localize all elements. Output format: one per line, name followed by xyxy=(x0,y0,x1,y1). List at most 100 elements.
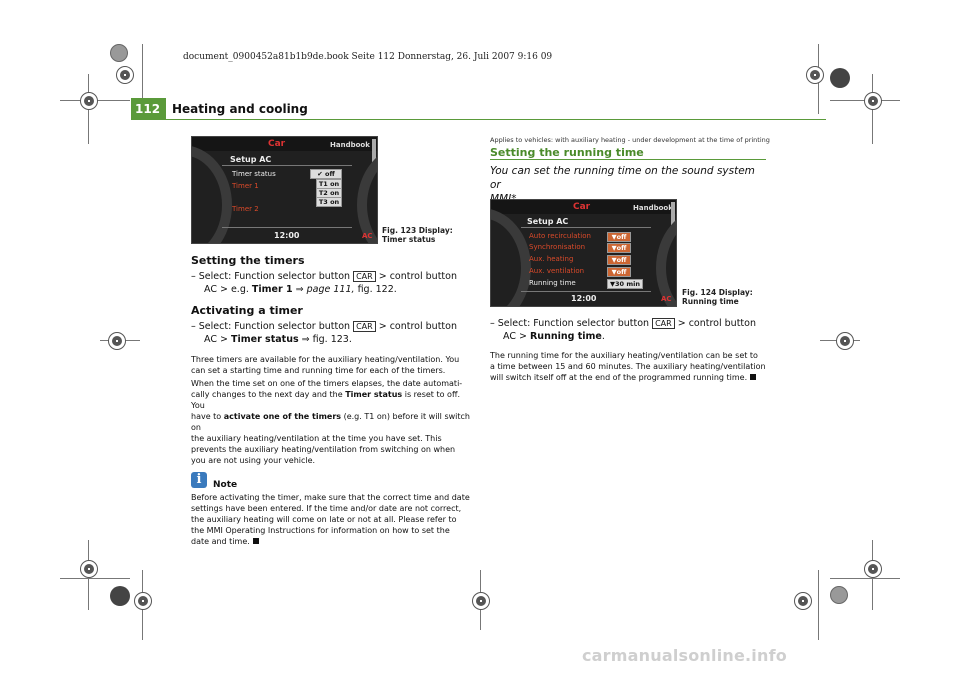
step-activating-timer: – Select: Function selector button CAR >… xyxy=(191,320,476,346)
heading-setting-timers: Setting the timers xyxy=(191,254,305,267)
text-line: will switch itself off at the end of the… xyxy=(490,372,775,383)
display-title-line xyxy=(521,227,651,228)
heading-running-time: Setting the running time xyxy=(490,146,644,159)
step-text: AC > xyxy=(204,334,228,345)
text-span: date and time. xyxy=(191,537,250,546)
display-title: Setup AC xyxy=(527,217,569,226)
display-option: ▼off xyxy=(607,243,631,253)
color-target-icon xyxy=(830,68,850,88)
step-bold: Running time xyxy=(529,331,602,342)
fig-124-display: Car Handbook Setup AC Auto recirculation… xyxy=(490,199,677,307)
text-span: will switch itself off at the end of the… xyxy=(490,373,748,382)
registration-mark-icon xyxy=(836,332,854,350)
registration-mark-icon xyxy=(108,332,126,350)
text-span: (e.g. T1 on) before it will switch on xyxy=(191,412,470,432)
car-button-label: CAR xyxy=(353,321,376,332)
applies-to: Applies to vehicles: with auxiliary heat… xyxy=(490,136,770,144)
step-setting-timers: – Select: Function selector button CAR >… xyxy=(191,270,476,296)
display-top-bar xyxy=(491,200,676,214)
step-running-time: – Select: Function selector button CAR >… xyxy=(490,317,775,343)
text-span: have to xyxy=(191,412,222,421)
display-dial-left xyxy=(192,145,232,243)
display-menu-item: Timer 2 xyxy=(232,205,259,213)
paragraph-timer-elapses: When the time set on one of the timers e… xyxy=(191,378,476,466)
display-menu-item: Auto recirculation xyxy=(529,232,591,240)
text-line: a time between 15 and 60 minutes. The au… xyxy=(490,362,766,371)
end-mark-icon xyxy=(750,374,757,380)
paragraph-timers-available: Three timers are available for the auxil… xyxy=(191,354,476,376)
display-menu-item: Synchronisation xyxy=(529,243,586,251)
text-line: The running time for the auxiliary heati… xyxy=(490,351,758,360)
step-line: – Select: Function selector button CAR >… xyxy=(191,320,476,333)
step-line: – Select: Function selector button CAR >… xyxy=(191,270,476,283)
crop-line xyxy=(818,570,819,640)
fig-123-caption: Fig. 123 Display: Timer status xyxy=(382,226,453,244)
step-text: AC > xyxy=(503,331,527,342)
heading-activating-timer: Activating a timer xyxy=(191,304,303,317)
text-span: is reset to off. You xyxy=(191,390,460,410)
text-line: prevents the auxiliary heating/ventilati… xyxy=(191,445,456,454)
step-line: AC > Running time. xyxy=(490,330,775,343)
display-option: ▼30 min xyxy=(607,279,643,289)
crop-line xyxy=(830,578,900,579)
registration-mark-icon xyxy=(80,92,98,110)
step-text: fig. 122. xyxy=(357,284,397,295)
step-text: > control button xyxy=(378,271,457,282)
display-handbook: Handbook xyxy=(633,204,673,212)
display-menu-item: Aux. heating xyxy=(529,255,574,263)
step-text: > control button xyxy=(378,321,457,332)
display-clock: 12:00 xyxy=(274,231,300,240)
registration-mark-icon xyxy=(864,560,882,578)
step-line: AC > Timer status ⇒ fig. 123. xyxy=(191,333,476,346)
watermark: carmanualsonline.info xyxy=(582,646,787,665)
text-line: the auxiliary heating/ventilation at the… xyxy=(191,434,442,443)
registration-mark-icon xyxy=(472,592,490,610)
step-text: – Select: Function selector button xyxy=(191,271,351,282)
display-scrollbar xyxy=(671,202,675,226)
text-line: have to activate one of the timers (e.g.… xyxy=(191,411,476,433)
display-dial-right xyxy=(656,208,676,306)
text-line: settings have been entered. If the time … xyxy=(191,504,462,513)
page-number-tab xyxy=(131,98,166,120)
color-target-icon xyxy=(830,586,848,604)
display-option: ▼off xyxy=(607,232,631,242)
info-icon: i xyxy=(191,472,207,488)
step-text: – Select: Function selector button xyxy=(490,318,650,329)
section-title: Heating and cooling xyxy=(172,102,308,116)
heading-rule xyxy=(490,159,766,160)
text-line: When the time set on one of the timers e… xyxy=(191,379,463,388)
text-line: you are not using your vehicle. xyxy=(191,456,316,465)
page-number: 112 xyxy=(135,102,161,116)
note-title: Note xyxy=(213,480,238,490)
text-span: cally changes to the next day and the xyxy=(191,390,343,399)
step-text: – Select: Function selector button xyxy=(191,321,351,332)
display-menu-item: Running time xyxy=(529,279,576,287)
text-line: Before activating the timer, make sure t… xyxy=(191,493,470,502)
display-dial-left xyxy=(491,208,531,306)
display-menu-item: Timer status xyxy=(232,170,276,178)
registration-mark-icon xyxy=(116,66,134,84)
color-target-icon xyxy=(110,44,128,62)
display-title: Setup AC xyxy=(230,155,272,164)
step-bold: Timer status xyxy=(230,334,299,345)
display-option: ▼off xyxy=(607,267,631,277)
text-line: date and time. xyxy=(191,536,476,547)
text-line: You can set the running time on the soun… xyxy=(490,165,755,191)
display-dial-right xyxy=(357,145,377,243)
display-ac: AC xyxy=(661,295,672,303)
step-text: . xyxy=(601,331,605,342)
header-filename: document_0900452a81b1b9de.book Seite 112… xyxy=(183,52,553,62)
display-scrollbar xyxy=(372,139,376,163)
display-logo: Car xyxy=(573,202,591,212)
car-button-label: CAR xyxy=(353,271,376,282)
registration-mark-icon xyxy=(80,560,98,578)
display-handbook: Handbook xyxy=(330,141,370,149)
display-clock: 12:00 xyxy=(571,294,597,303)
step-text: AC > e.g. xyxy=(204,284,249,295)
note-body: Before activating the timer, make sure t… xyxy=(191,492,476,547)
display-option: T3 on xyxy=(316,197,342,207)
step-line: AC > e.g. Timer 1 ⇒ page 111, fig. 122. xyxy=(191,283,476,296)
text-line: can set a starting time and running time… xyxy=(191,366,446,375)
registration-mark-icon xyxy=(134,592,152,610)
page-reference-link[interactable]: page 111, xyxy=(306,284,355,295)
